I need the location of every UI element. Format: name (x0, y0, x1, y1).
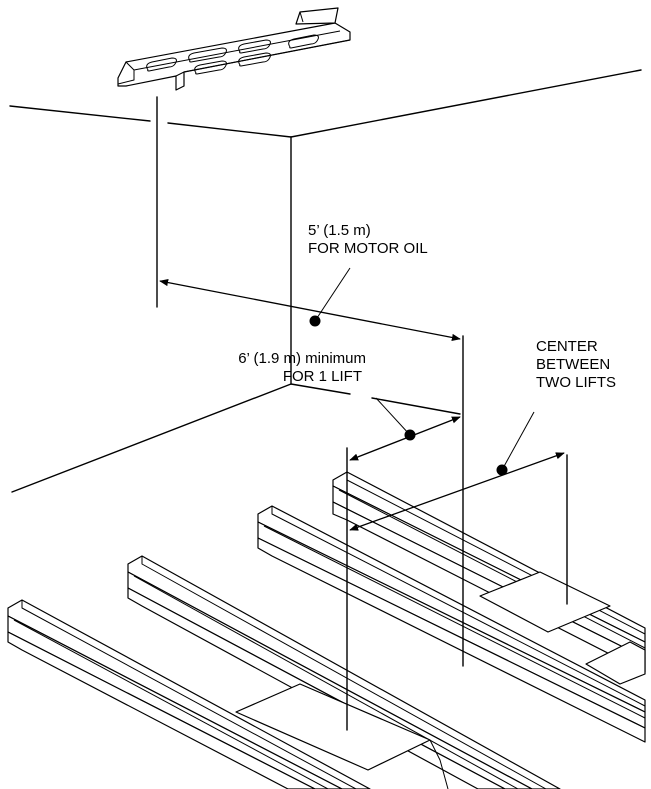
lift-runway-rail-icon (7, 471, 646, 789)
two-lifts-label: CENTER BETWEEN TWO LIFTS (536, 338, 616, 392)
two-lifts-line3-text: TWO LIFTS (536, 374, 616, 391)
one-lift-distance-arrow (349, 416, 461, 461)
left-floor-edge (11, 383, 292, 493)
motor-oil-leader (314, 267, 351, 322)
room-outline (9, 69, 642, 493)
two-lifts-line2-text: BETWEEN (536, 356, 611, 373)
motor-oil-distance-arrow (159, 279, 461, 341)
two-lifts-line1-text: CENTER (536, 338, 598, 355)
dimension-arrows (159, 279, 565, 531)
callout-dot-icon (404, 429, 416, 441)
motor-oil-purpose-text: FOR MOTOR OIL (308, 240, 428, 257)
two-lifts-leader (501, 411, 535, 471)
one-lift-leader (375, 397, 411, 436)
left-ceiling-edge-2 (167, 122, 292, 138)
left-ceiling-edge (9, 105, 151, 122)
one-lift-label: 6’ (1.9 m) minimum FOR 1 LIFT (176, 350, 366, 386)
callout-dot-icon (309, 315, 321, 327)
two-lifts-center-arrow (349, 452, 565, 531)
callout-dot-icon (496, 464, 508, 476)
right-ceiling-edge (290, 69, 642, 138)
ceiling-hose-reel-bracket-icon (117, 7, 351, 91)
one-lift-purpose-text: FOR 1 LIFT (282, 368, 362, 385)
right-floor-edge (290, 383, 351, 395)
callout-leaders (309, 267, 535, 476)
one-lift-distance-text: 6’ (1.9 m) minimum (238, 350, 366, 367)
motor-oil-label: 5’ (1.5 m) FOR MOTOR OIL (308, 222, 428, 258)
motor-oil-distance-text: 5’ (1.5 m) (308, 222, 371, 239)
right-floor-edge-2 (371, 397, 461, 415)
